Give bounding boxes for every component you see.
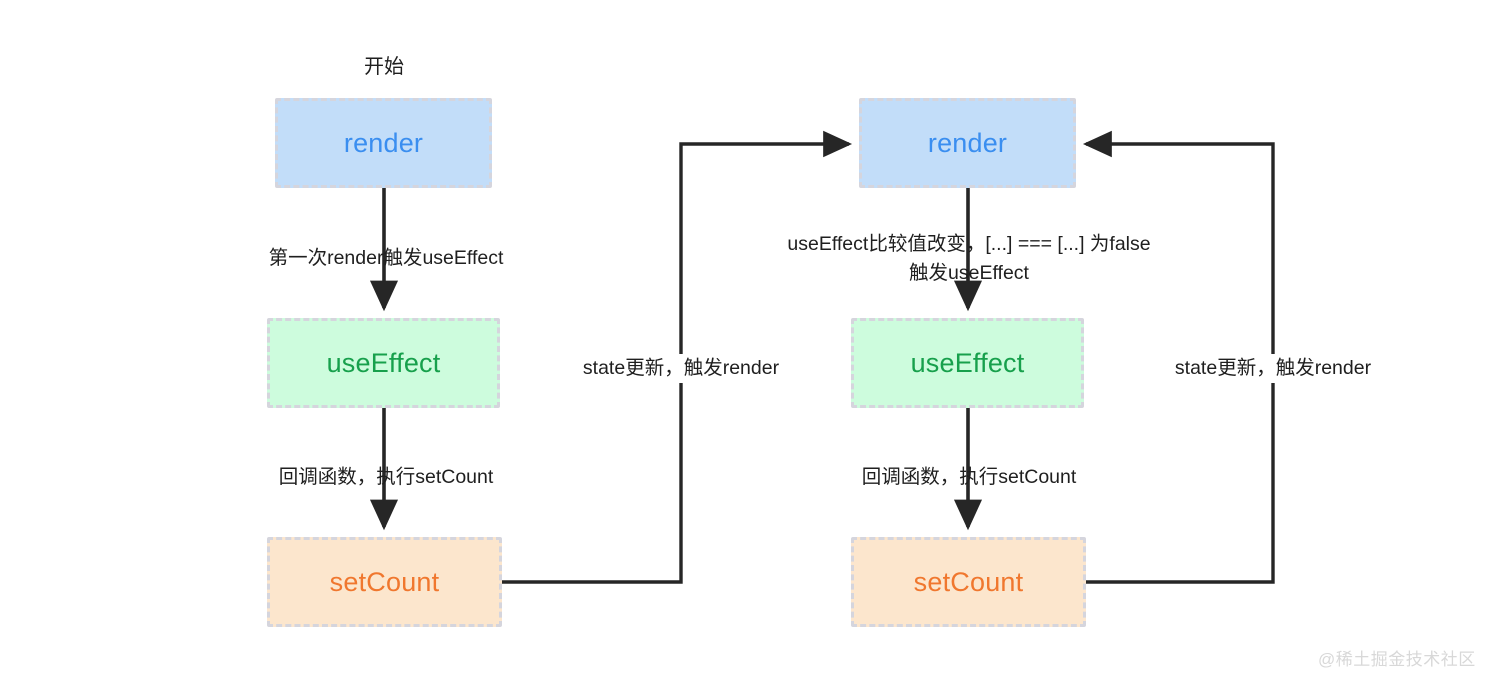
start-label: 开始: [364, 56, 404, 78]
watermark: @稀土掘金技术社区: [1318, 650, 1476, 669]
edge-label-left-loopback: state更新，触发render: [576, 354, 786, 383]
edge-label-left-render-to-useeffect: 第一次render触发useEffect: [268, 247, 504, 269]
node-render-right[interactable]: render: [859, 98, 1076, 188]
node-setcount-left-label: setCount: [329, 566, 440, 597]
edge-label-right-useeffect-to-setcount: 回调函数，执行setCount: [861, 466, 1077, 488]
node-render-right-label: render: [927, 127, 1008, 158]
node-useeffect-right-label: useEffect: [910, 347, 1025, 378]
node-render-left[interactable]: render: [275, 98, 492, 188]
node-useeffect-left-label: useEffect: [326, 347, 441, 378]
edge-label-right-loopback: state更新，触发render: [1168, 354, 1378, 383]
node-setcount-right-label: setCount: [913, 566, 1024, 597]
edge-label-right-render-to-useeffect: useEffect比较值改变，[...] === [...] 为false 触发…: [787, 233, 1151, 284]
node-setcount-right[interactable]: setCount: [851, 537, 1086, 627]
node-useeffect-right[interactable]: useEffect: [851, 318, 1084, 408]
node-setcount-left[interactable]: setCount: [267, 537, 502, 627]
node-render-left-label: render: [343, 127, 424, 158]
node-useeffect-left[interactable]: useEffect: [267, 318, 500, 408]
edge-label-left-useeffect-to-setcount: 回调函数，执行setCount: [278, 466, 494, 488]
